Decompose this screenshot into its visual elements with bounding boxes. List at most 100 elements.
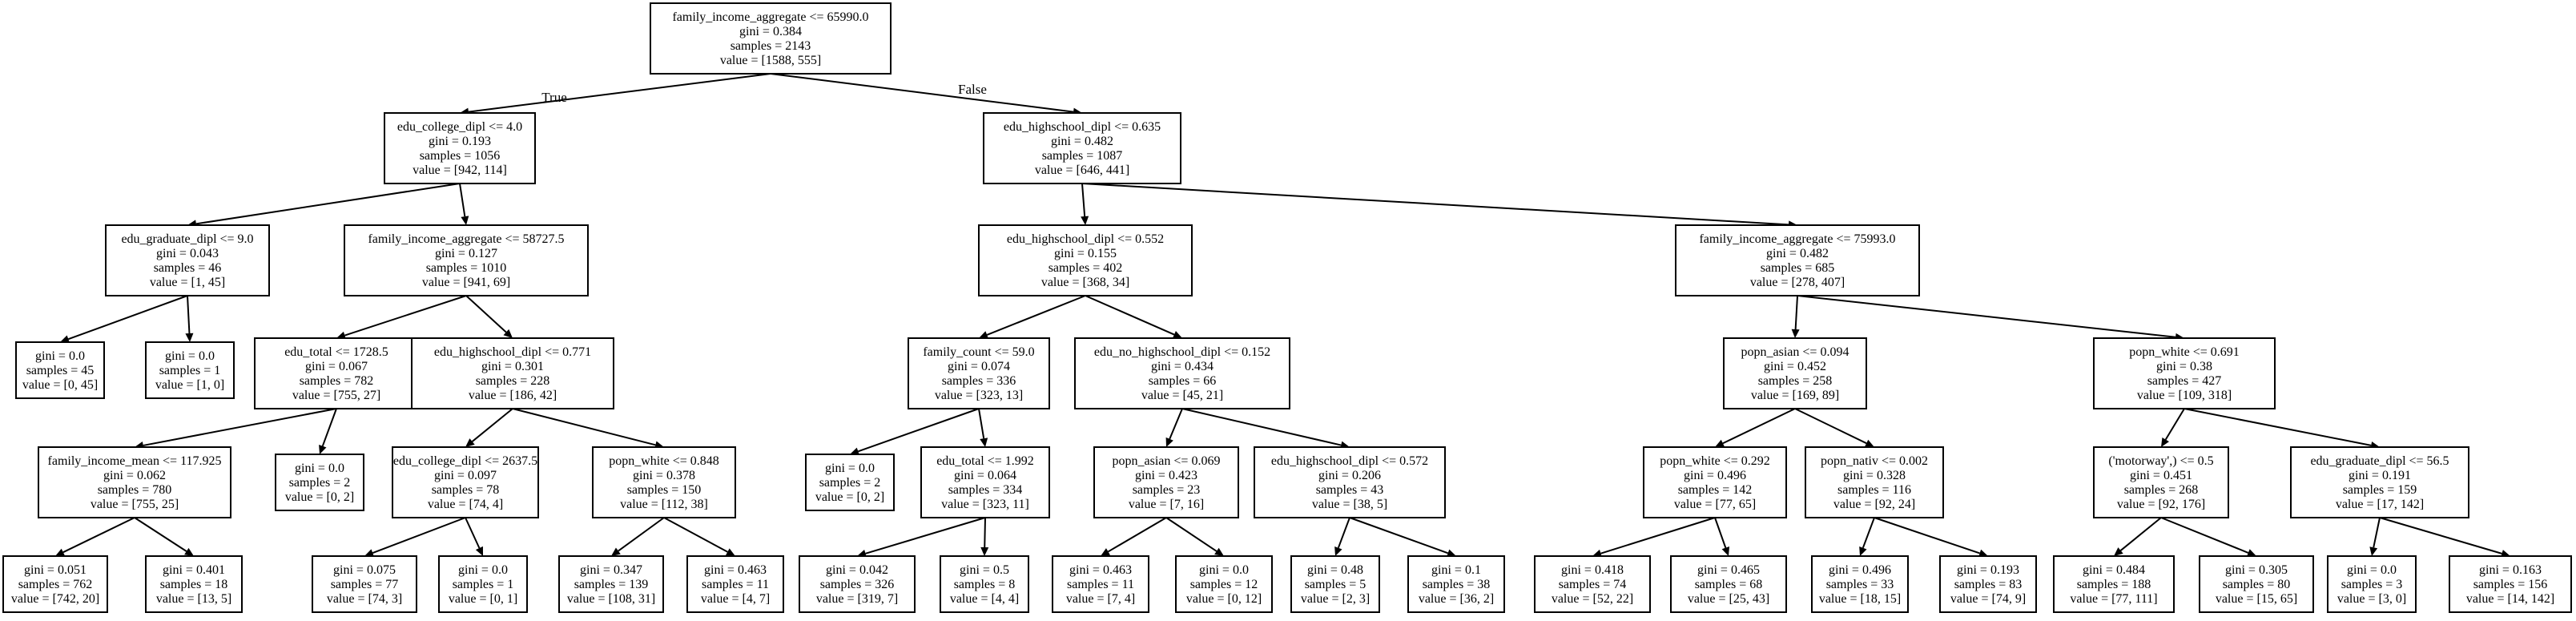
tree-edge bbox=[663, 517, 728, 553]
node-text-line: gini = 0.097 bbox=[434, 469, 497, 482]
node-text-line: gini = 0.5 bbox=[960, 563, 1009, 577]
tree-edge bbox=[465, 295, 507, 333]
tree-edge bbox=[978, 408, 985, 439]
node-text-line: value = [18, 15] bbox=[1819, 592, 1901, 606]
node-text-line: popn_nativ <= 0.002 bbox=[1821, 454, 1928, 468]
node-text-line: gini = 0.463 bbox=[1069, 563, 1132, 577]
tree-edge bbox=[2184, 408, 2372, 446]
tree-edge bbox=[67, 295, 188, 341]
node-text-line: family_income_mean <= 117.925 bbox=[48, 454, 222, 468]
node-box bbox=[344, 224, 589, 296]
edge-label-true: True bbox=[541, 90, 567, 105]
node-text-line: samples = 46 bbox=[154, 261, 222, 275]
node-text-line: samples = 1 bbox=[159, 364, 221, 377]
node-box bbox=[558, 555, 664, 613]
node-text-line: gini = 0.0 bbox=[165, 349, 215, 363]
node-text-line: gini = 0.075 bbox=[333, 563, 396, 577]
node-text-line: family_income_aggregate <= 58727.5 bbox=[368, 232, 564, 246]
node-text-line: samples = 43 bbox=[1316, 483, 1384, 497]
node-box bbox=[38, 446, 231, 518]
node-box bbox=[1254, 446, 1446, 518]
node-text-line: samples = 1 bbox=[453, 578, 514, 591]
node-text-line: gini = 0.484 bbox=[2083, 563, 2145, 577]
node-text-line: samples = 1056 bbox=[420, 149, 501, 163]
node-box bbox=[2093, 446, 2229, 518]
node-box bbox=[1052, 555, 1149, 613]
node-text-line: gini = 0.067 bbox=[305, 360, 368, 373]
node-text-line: ('motorway',) <= 0.5 bbox=[2108, 454, 2213, 468]
tree-edge bbox=[1181, 408, 1342, 446]
node-box bbox=[2199, 555, 2314, 613]
node-text-line: value = [108, 31] bbox=[567, 592, 655, 606]
edge-arrowhead bbox=[1165, 437, 1173, 447]
node-text-line: value = [74, 4] bbox=[428, 498, 503, 511]
node-text-line: value = [77, 111] bbox=[2070, 592, 2157, 606]
node-text-line: samples = 68 bbox=[1695, 578, 1763, 591]
node-text-line: samples = 258 bbox=[1758, 374, 1833, 388]
node-text-line: popn_white <= 0.848 bbox=[609, 454, 719, 468]
node-box bbox=[411, 337, 614, 409]
node-text-line: edu_highschool_dipl <= 0.552 bbox=[1007, 232, 1164, 246]
edge-arrowhead bbox=[185, 333, 194, 342]
edge-arrowhead bbox=[503, 329, 513, 338]
edge-arrowhead bbox=[465, 438, 475, 447]
node-box bbox=[105, 224, 270, 296]
node-text-line: samples = 2143 bbox=[731, 39, 811, 53]
node-box bbox=[1534, 555, 1651, 613]
edge-arrowhead bbox=[1864, 439, 1874, 447]
edge-arrowhead bbox=[1721, 546, 1730, 556]
node-text-line: gini = 0.1 bbox=[1431, 563, 1481, 577]
node-text-line: samples = 2 bbox=[289, 476, 351, 490]
node-text-line: value = [45, 21] bbox=[1141, 389, 1223, 402]
node-text-line: family_income_aggregate <= 75993.0 bbox=[1699, 232, 1895, 246]
node-box bbox=[650, 2, 892, 75]
edge-arrowhead bbox=[1859, 546, 1867, 556]
node-box bbox=[1407, 555, 1505, 613]
node-text-line: gini = 0.496 bbox=[1829, 563, 1891, 577]
node-box bbox=[686, 555, 784, 613]
node-text-line: value = [0, 2] bbox=[285, 490, 354, 504]
node-text-line: value = [7, 4] bbox=[1066, 592, 1135, 606]
node-text-line: value = [92, 24] bbox=[1833, 498, 1915, 511]
edge-arrowhead bbox=[1446, 549, 1456, 557]
node-text-line: samples = 23 bbox=[1133, 483, 1201, 497]
node-text-line: samples = 78 bbox=[432, 483, 500, 497]
node-text-line: value = [0, 2] bbox=[815, 490, 884, 504]
node-text-line: value = [4, 4] bbox=[950, 592, 1019, 606]
tree-edge bbox=[2160, 517, 2249, 554]
node-text-line: value = [323, 13] bbox=[935, 389, 1023, 402]
edge-arrowhead bbox=[725, 548, 735, 556]
node-box bbox=[145, 341, 235, 399]
node-box bbox=[1074, 337, 1290, 409]
node-text-line: gini = 0.062 bbox=[103, 469, 166, 482]
node-box bbox=[1675, 224, 1920, 296]
tree-edge bbox=[618, 517, 665, 552]
node-text-line: gini = 0.206 bbox=[1318, 469, 1381, 482]
node-box bbox=[940, 555, 1029, 613]
node-text-line: value = [755, 27] bbox=[292, 389, 380, 402]
node-text-line: samples = 685 bbox=[1761, 261, 1835, 275]
node-text-line: gini = 0.384 bbox=[739, 25, 802, 38]
edge-arrowhead bbox=[60, 335, 70, 343]
node-text-line: edu_highschool_dipl <= 0.572 bbox=[1271, 454, 1428, 468]
node-text-line: samples = 38 bbox=[1423, 578, 1491, 591]
edge-arrowhead bbox=[55, 548, 66, 556]
node-text-line: samples = 33 bbox=[1826, 578, 1894, 591]
node-text-line: gini = 0.127 bbox=[435, 247, 497, 260]
node-text-line: family_count <= 59.0 bbox=[923, 345, 1034, 359]
node-text-line: samples = 150 bbox=[627, 483, 702, 497]
node-text-line: gini = 0.064 bbox=[954, 469, 1016, 482]
node-box bbox=[384, 112, 536, 184]
node-text-line: samples = 336 bbox=[942, 374, 1016, 388]
node-text-line: samples = 268 bbox=[2124, 483, 2199, 497]
